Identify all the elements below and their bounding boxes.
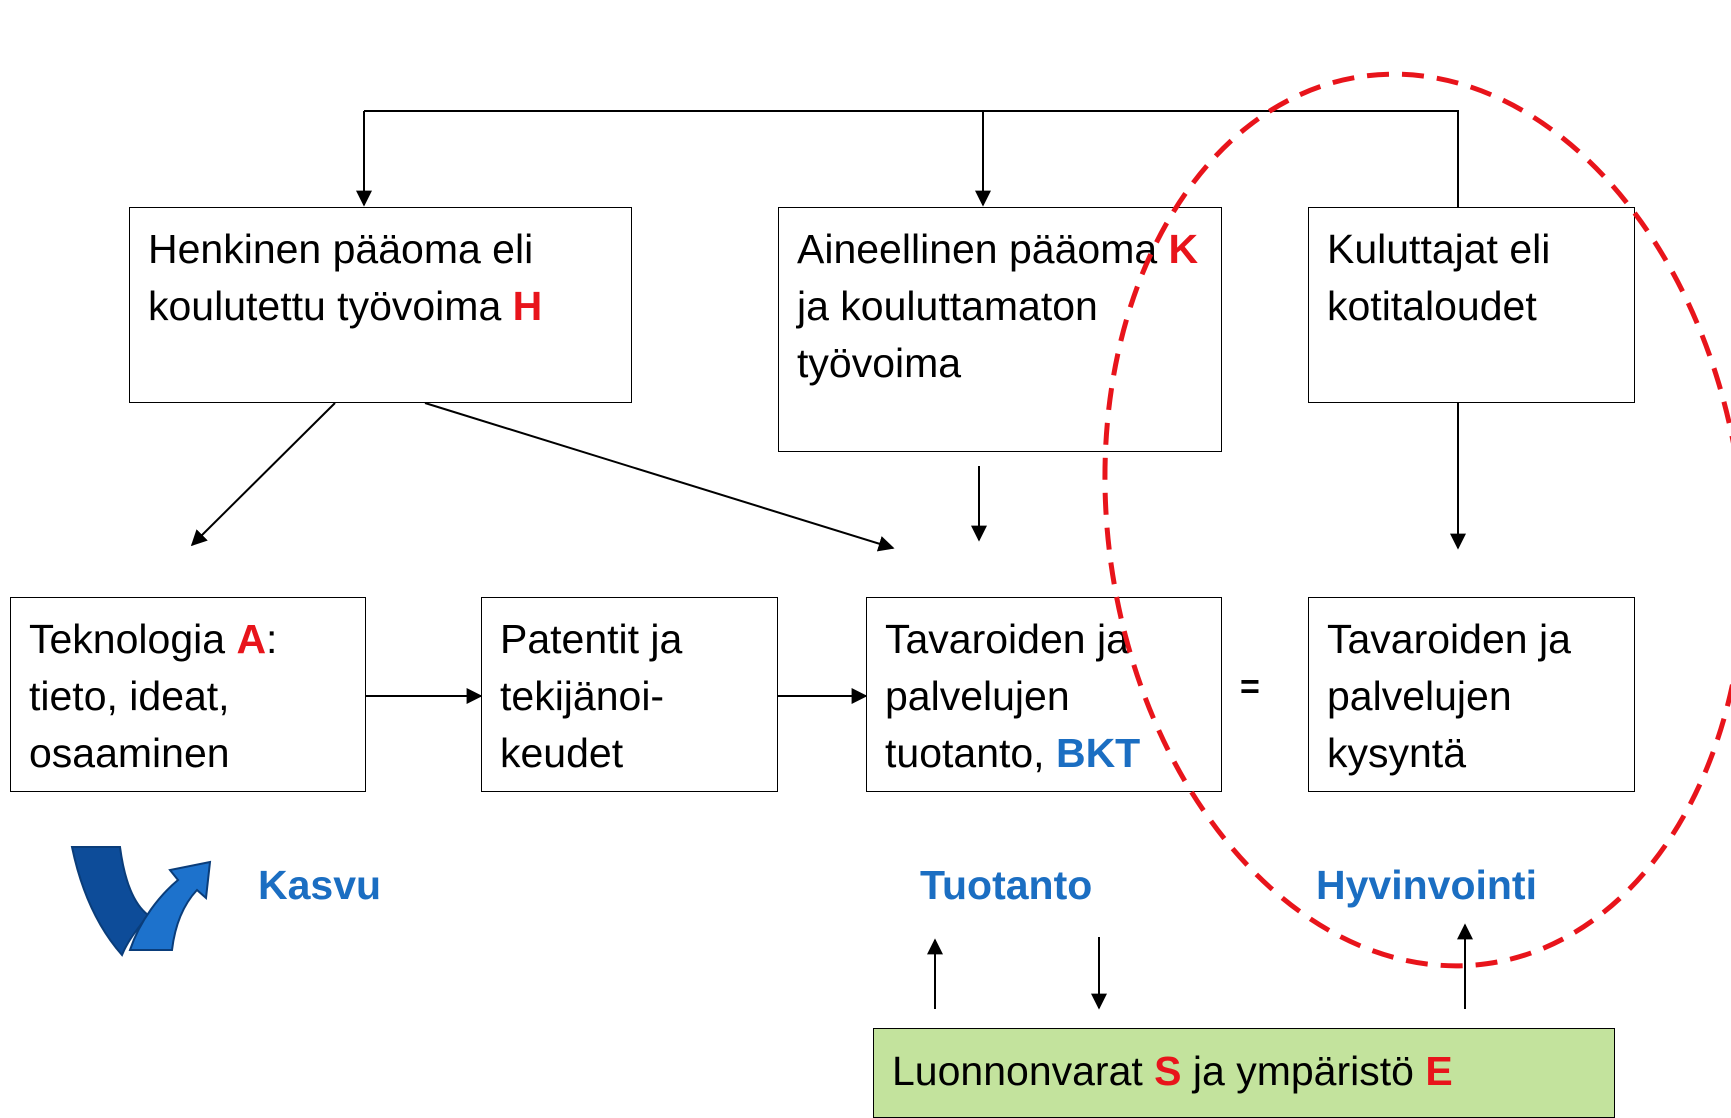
production-label: Tuotanto [920, 862, 1093, 908]
natural-resources-symbol-e: E [1425, 1048, 1453, 1094]
top-connector-line [364, 110, 1459, 207]
physical-capital-box: Aineellinen pääoma K ja kouluttamaton ty… [778, 207, 1222, 452]
technology-symbol: A [236, 616, 267, 662]
natural-resources-text-1: Luonnonvarat [892, 1048, 1155, 1094]
production-box: Tavaroiden ja palvelujen tuotanto, BKT [866, 597, 1222, 792]
physical-capital-symbol: K [1168, 226, 1199, 272]
arrow-h-to-technology [190, 402, 336, 547]
consumers-text: Kuluttajat eli kotitaloudet [1327, 226, 1551, 329]
natural-resources-box: Luonnonvarat S ja ympäristö E [873, 1028, 1615, 1118]
growth-label: Kasvu [258, 862, 382, 908]
human-capital-box: Henkinen pääoma eli koulutettu työvoima … [129, 207, 632, 403]
natural-resources-text-2: ja ympäristö [1181, 1048, 1426, 1094]
production-symbol: BKT [1055, 730, 1141, 776]
technology-box: Teknologia A: tieto, ideat, osaaminen [10, 597, 366, 792]
human-capital-symbol: H [512, 283, 543, 329]
patents-text: Patentit ja tekijänoi-keudet [500, 616, 683, 776]
human-capital-text: Henkinen pääoma eli koulutettu työvoima [148, 226, 534, 329]
patents-box: Patentit ja tekijänoi-keudet [481, 597, 778, 792]
demand-text: Tavaroiden ja palvelujen kysyntä [1327, 616, 1571, 776]
natural-resources-symbol-s: S [1154, 1048, 1182, 1094]
demand-box: Tavaroiden ja palvelujen kysyntä [1308, 597, 1635, 792]
technology-text-2: : tieto, ideat, osaaminen [29, 616, 278, 776]
physical-capital-text-1: Aineellinen pääoma [797, 226, 1169, 272]
production-text: Tavaroiden ja palvelujen tuotanto, [885, 616, 1129, 776]
welfare-label: Hyvinvointi [1316, 862, 1537, 908]
equals-sign: = [1240, 668, 1260, 706]
consumers-box: Kuluttajat eli kotitaloudet [1308, 207, 1635, 403]
technology-text-1: Teknologia [29, 616, 237, 662]
curved-up-arrow-icon [70, 846, 212, 957]
arrow-h-to-production [424, 402, 895, 552]
physical-capital-text-2: ja kouluttamaton työvoima [797, 283, 1098, 386]
